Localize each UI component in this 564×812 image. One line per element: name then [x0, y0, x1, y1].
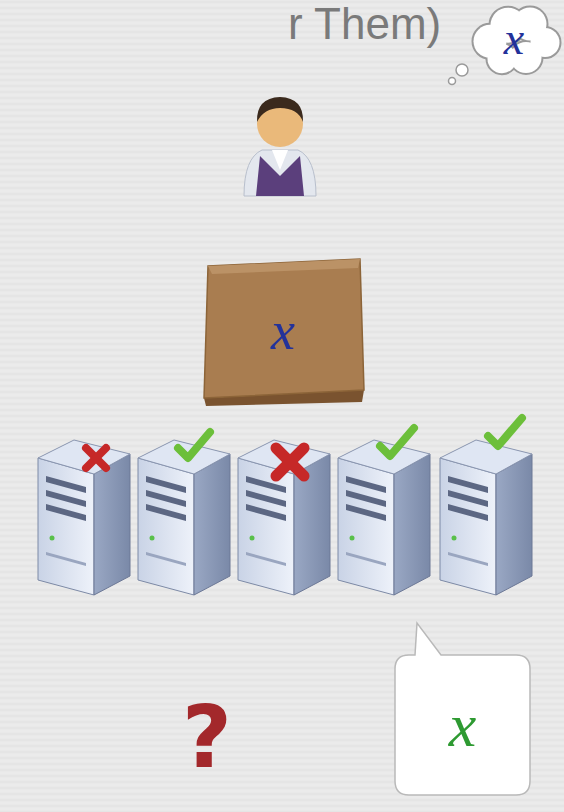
fail-mark: [276, 448, 304, 476]
question-mark: ?: [182, 694, 232, 780]
node-text: x: [449, 694, 477, 756]
ok-mark: [488, 418, 522, 446]
slide-title: r Them): [288, 2, 441, 46]
thought-tail: [449, 64, 469, 85]
node-text: x: [504, 16, 524, 62]
ok-mark: [178, 432, 210, 458]
node-text: x: [271, 304, 295, 358]
thought-bubble: x: [468, 2, 560, 76]
server-rack: [38, 440, 532, 595]
fail-mark: [86, 448, 106, 468]
speech-bubble: x: [395, 655, 530, 795]
cardboard-box: x: [200, 256, 366, 406]
person-icon: [244, 97, 316, 196]
ok-mark: [380, 428, 414, 456]
